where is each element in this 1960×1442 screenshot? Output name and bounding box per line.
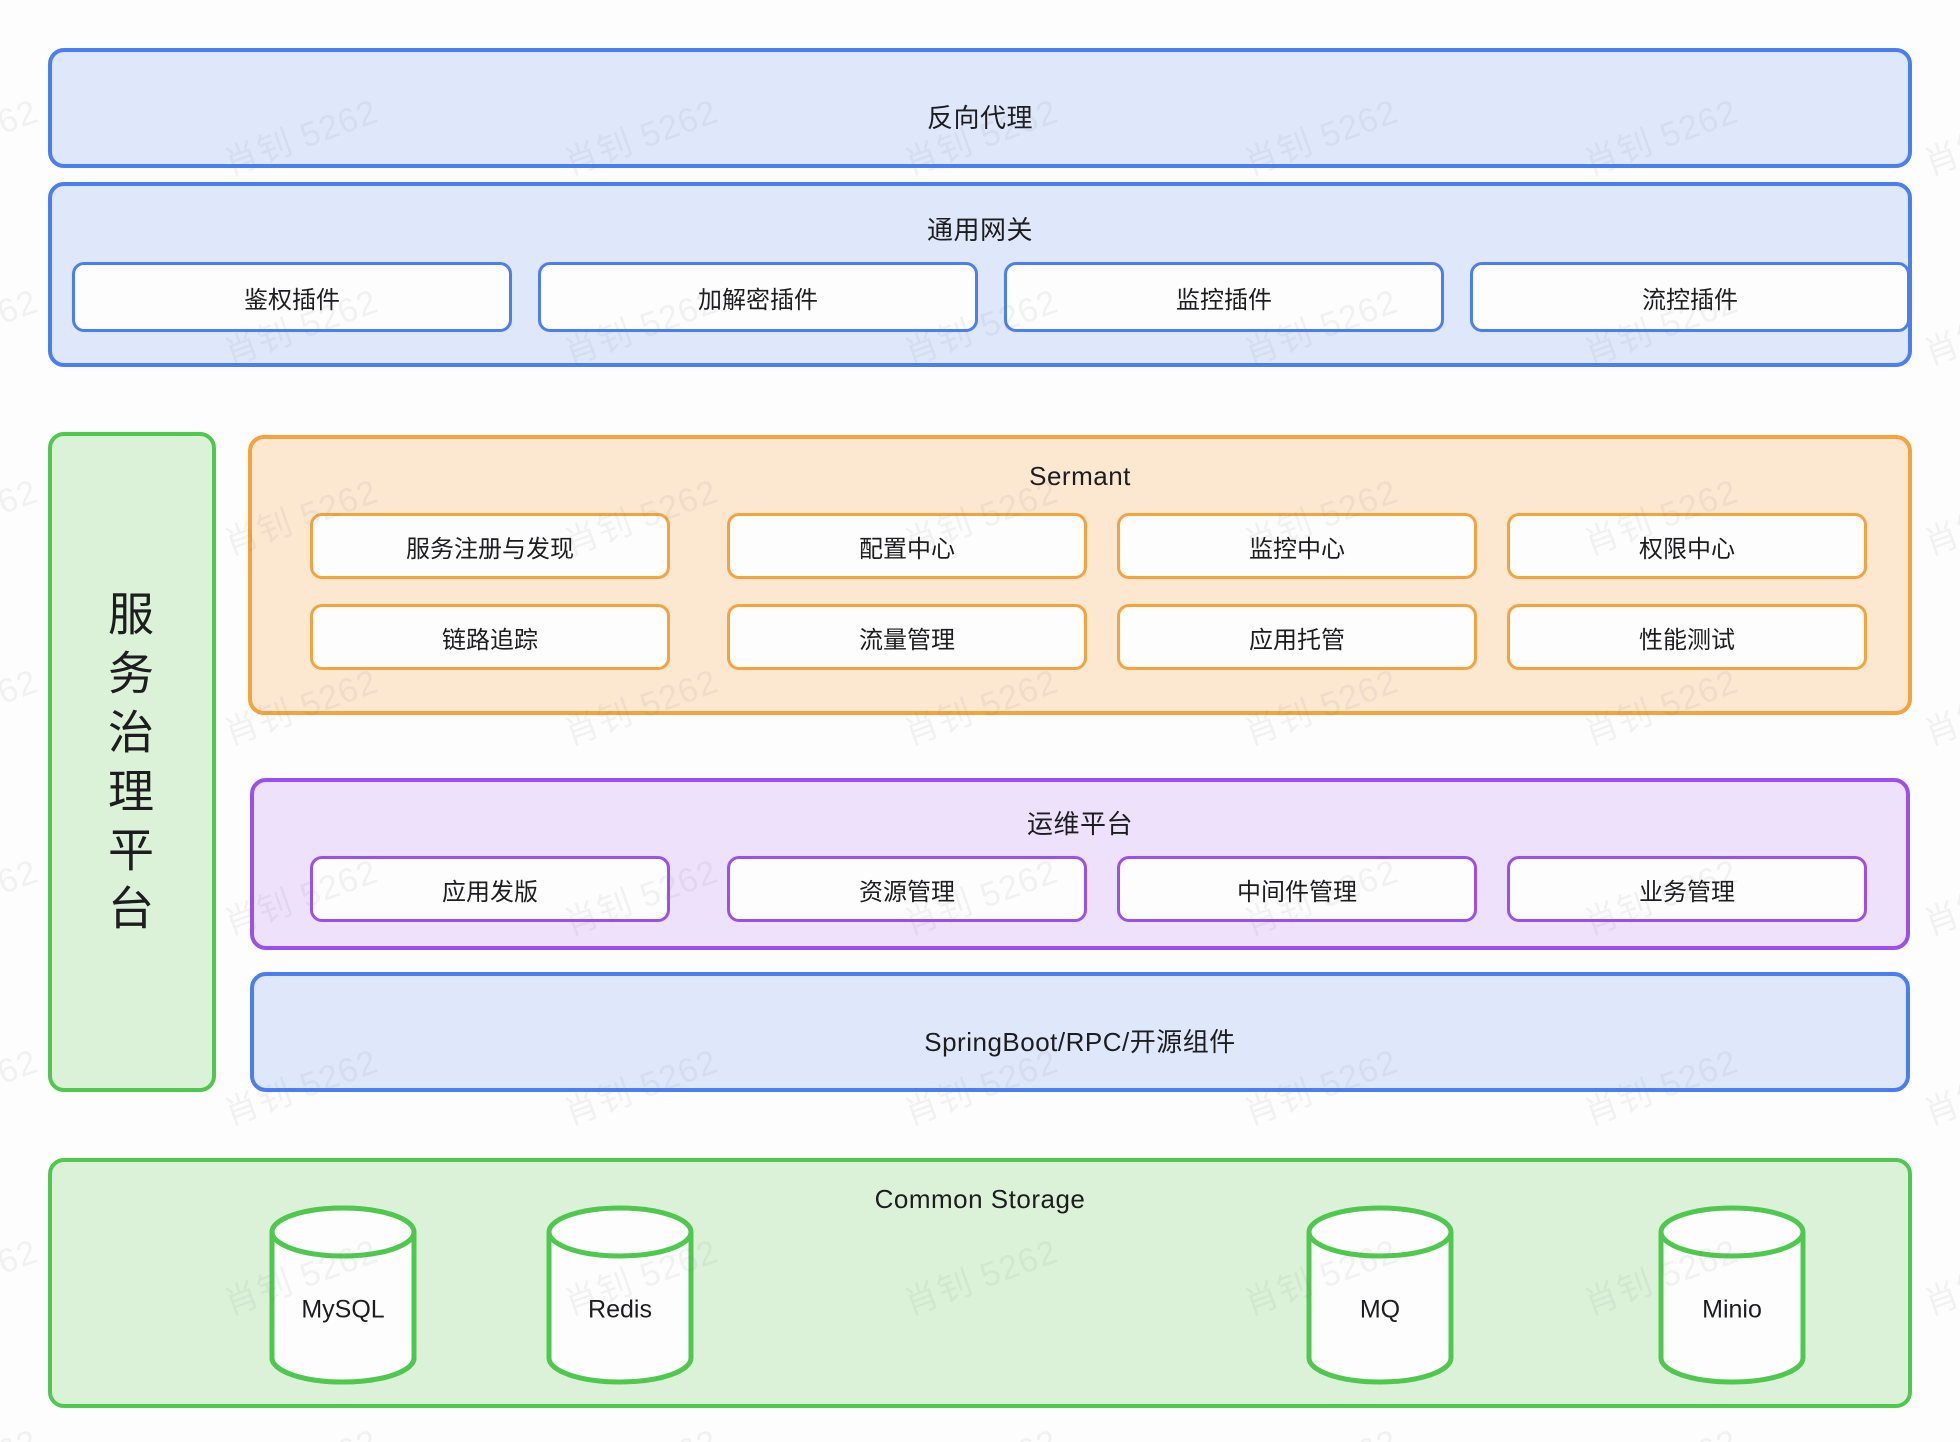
- sermant-card-label: 监控中心: [1249, 535, 1345, 563]
- watermark-text: 肖钊 5262: [556, 1414, 723, 1442]
- sidebar-title-char: 理: [108, 765, 156, 817]
- watermark-text: 肖钊 5262: [1919, 663, 1960, 754]
- sermant-card-label: 配置中心: [859, 535, 955, 563]
- sidebar-title-char: 服: [108, 588, 156, 641]
- watermark-text: 肖钊 5262: [1576, 1414, 1743, 1442]
- common-storage-title: Common Storage: [874, 1184, 1086, 1214]
- storage-cylinder-redis[interactable]: Redis: [544, 1204, 696, 1386]
- framework-title: SpringBoot/RPC/开源组件: [924, 1027, 1236, 1057]
- ops-application-release[interactable]: 应用发版: [310, 856, 670, 922]
- sermant-card-label: 应用托管: [1249, 626, 1345, 654]
- database-cylinder-icon: [1306, 1205, 1454, 1385]
- storage-cylinder-label: Minio: [1702, 1295, 1762, 1324]
- watermark-text: 肖钊 5262: [1919, 473, 1960, 564]
- ops-platform-panel[interactable]: 运维平台 应用发版 资源管理 中间件管理 业务管理: [250, 778, 1910, 950]
- watermark-text: 肖钊 5262: [0, 1414, 44, 1442]
- gateway-title: 通用网关: [926, 215, 1033, 245]
- storage-cylinder-label: MySQL: [301, 1295, 385, 1324]
- gateway-plugin-label: 监控插件: [1176, 286, 1272, 314]
- gateway-plugin-label: 流控插件: [1642, 286, 1738, 314]
- reverse-proxy-panel[interactable]: 反向代理: [48, 48, 1912, 168]
- sermant-service-registry-discovery[interactable]: 服务注册与发现: [310, 513, 670, 579]
- sermant-application-hosting[interactable]: 应用托管: [1117, 604, 1477, 670]
- ops-platform-title: 运维平台: [1026, 809, 1133, 839]
- watermark-text: 肖钊 5262: [1919, 1043, 1960, 1134]
- gateway-plugin-label: 加解密插件: [698, 286, 818, 314]
- database-cylinder-icon: [1658, 1205, 1806, 1385]
- sidebar-title-char: 务: [108, 647, 156, 700]
- sermant-permission-center[interactable]: 权限中心: [1507, 513, 1867, 579]
- storage-cylinder-mysql[interactable]: MySQL: [267, 1204, 419, 1386]
- gateway-plugin-monitor[interactable]: 监控插件: [1004, 262, 1444, 332]
- sermant-card-label: 服务注册与发现: [406, 535, 574, 563]
- ops-card-label: 中间件管理: [1237, 878, 1357, 906]
- watermark-text: 肖钊 5262: [1919, 853, 1960, 944]
- watermark-text: 肖钊 5262: [0, 472, 43, 563]
- watermark-text: 肖钊 5262: [896, 1414, 1063, 1442]
- watermark-text: 肖钊 5262: [0, 92, 43, 183]
- sermant-title: Sermant: [1029, 461, 1131, 491]
- sermant-card-label: 链路追踪: [442, 626, 538, 654]
- sidebar-title-char: 治: [108, 706, 156, 759]
- gateway-plugin-flow-control[interactable]: 流控插件: [1470, 262, 1910, 332]
- watermark-text: 肖钊 5262: [0, 282, 43, 373]
- watermark-text: 肖钊 5262: [1919, 283, 1960, 374]
- service-governance-platform-sidebar[interactable]: 服 务 治 理 平 台: [48, 432, 216, 1092]
- sermant-card-label: 性能测试: [1639, 626, 1735, 654]
- storage-cylinder-label: Redis: [588, 1295, 652, 1324]
- sidebar-title-char: 平: [108, 823, 156, 876]
- sermant-trace-tracking[interactable]: 链路追踪: [310, 604, 670, 670]
- watermark-text: 肖钊 5262: [0, 662, 43, 753]
- gateway-plugin-label: 鉴权插件: [244, 286, 340, 314]
- ops-card-label: 业务管理: [1639, 878, 1735, 906]
- database-cylinder-icon: [546, 1205, 694, 1385]
- watermark-text: 肖钊 5262: [0, 1042, 43, 1133]
- gateway-plugin-auth[interactable]: 鉴权插件: [72, 262, 512, 332]
- sermant-config-center[interactable]: 配置中心: [727, 513, 1087, 579]
- watermark-text: 肖钊 5262: [1916, 1414, 1960, 1442]
- watermark-text: 肖钊 5262: [1236, 1414, 1403, 1442]
- ops-card-label: 资源管理: [859, 878, 955, 906]
- storage-cylinder-mq[interactable]: MQ: [1304, 1204, 1456, 1386]
- storage-cylinder-minio[interactable]: Minio: [1656, 1204, 1808, 1386]
- watermark-text: 肖钊 5262: [0, 852, 43, 943]
- ops-business-management[interactable]: 业务管理: [1507, 856, 1867, 922]
- watermark-text: 肖钊 5262: [1919, 1233, 1960, 1324]
- sermant-card-label: 流量管理: [859, 626, 955, 654]
- watermark-text: 肖钊 5262: [0, 1232, 43, 1323]
- sermant-traffic-management[interactable]: 流量管理: [727, 604, 1087, 670]
- sermant-card-label: 权限中心: [1639, 535, 1735, 563]
- common-storage-panel[interactable]: Common Storage MySQL Redis: [48, 1158, 1912, 1408]
- sermant-monitor-center[interactable]: 监控中心: [1117, 513, 1477, 579]
- ops-middleware-management[interactable]: 中间件管理: [1117, 856, 1477, 922]
- storage-cylinder-label: MQ: [1359, 1295, 1401, 1324]
- sermant-performance-testing[interactable]: 性能测试: [1507, 604, 1867, 670]
- sidebar-title: 服 务 治 理 平 台: [52, 585, 212, 938]
- database-cylinder-icon: [269, 1205, 417, 1385]
- sermant-panel[interactable]: Sermant 服务注册与发现 配置中心 监控中心 权限中心 链路追踪 流量管理…: [248, 435, 1912, 715]
- watermark-text: 肖钊 5262: [1919, 93, 1960, 184]
- watermark-text: 肖钊 5262: [216, 1414, 383, 1442]
- framework-panel[interactable]: SpringBoot/RPC/开源组件: [250, 972, 1910, 1092]
- ops-card-label: 应用发版: [442, 878, 538, 906]
- reverse-proxy-title: 反向代理: [926, 103, 1033, 133]
- ops-resource-management[interactable]: 资源管理: [727, 856, 1087, 922]
- gateway-panel[interactable]: 通用网关 鉴权插件 加解密插件 监控插件 流控插件: [48, 182, 1912, 367]
- gateway-plugin-crypto[interactable]: 加解密插件: [538, 262, 978, 332]
- sidebar-title-char: 台: [108, 882, 156, 935]
